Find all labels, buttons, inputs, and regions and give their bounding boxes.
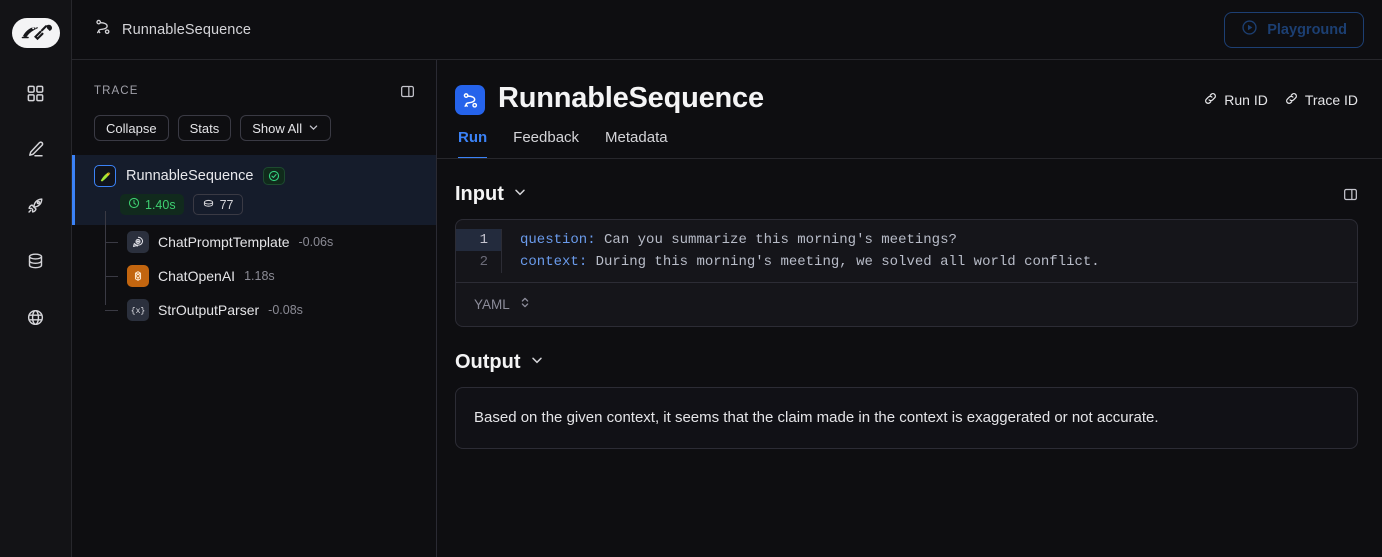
yaml-value: Can you summarize this morning's meeting… [604, 232, 957, 248]
detail-tabs: Run Feedback Metadata [437, 129, 1382, 159]
tree-row-chatopenai[interactable]: ChatOpenAI 1.18s [72, 259, 436, 293]
trace-header: TRACE [72, 60, 436, 102]
stats-label: Stats [189, 120, 220, 136]
duration-badge: 1.40s [120, 194, 184, 215]
output-title: Output [455, 351, 521, 373]
tree-row-runnablesequence[interactable]: RunnableSequence [72, 155, 436, 225]
tab-feedback[interactable]: Feedback [513, 129, 580, 146]
chevron-down-icon[interactable] [530, 353, 544, 372]
right-column: RunnableSequence Playground TRACE [72, 0, 1382, 557]
trace-tree: RunnableSequence [72, 155, 436, 327]
sidebar-item-datasets[interactable] [19, 244, 53, 278]
panel-collapse-icon[interactable] [396, 80, 418, 102]
sidebar-item-public[interactable] [19, 300, 53, 334]
tree-node-label: StrOutputParser [158, 302, 260, 318]
sequence-flow-icon [455, 85, 485, 115]
body-split: TRACE Collapse Stats [72, 60, 1382, 557]
chat-bubble-plus-icon [127, 231, 149, 253]
tab-metadata[interactable]: Metadata [605, 129, 668, 146]
code-line: question: Can you summarize this morning… [520, 232, 957, 248]
tree-row-stroutputparser[interactable]: {x} StrOutputParser -0.08s [72, 293, 436, 327]
tree-node-label: RunnableSequence [126, 168, 254, 184]
line-number: 2 [479, 254, 488, 270]
trace-panel: TRACE Collapse Stats [72, 60, 437, 557]
sidebar-item-prompts[interactable] [19, 132, 53, 166]
breadcrumb-label: RunnableSequence [122, 21, 251, 38]
input-code-card: 1 2 question: Can you summarize this mor… [455, 219, 1358, 327]
run-id-label: Run ID [1224, 92, 1268, 108]
svg-text:{x}: {x} [131, 307, 145, 316]
tokens-badge: 77 [192, 194, 243, 215]
tab-run[interactable]: Run [458, 129, 488, 159]
tree-node-label: ChatPromptTemplate [158, 234, 290, 250]
page-title: RunnableSequence [498, 82, 764, 114]
chevron-down-icon [308, 121, 319, 136]
run-id-button[interactable]: Run ID [1203, 91, 1268, 109]
run-detail-panel: RunnableSequence Run ID [437, 60, 1382, 557]
collapse-label: Collapse [106, 120, 157, 136]
tree-children: ChatPromptTemplate -0.06s [72, 211, 436, 327]
link-chain-icon [1284, 91, 1299, 109]
line-number: 1 [456, 229, 501, 251]
rail-nav-list [19, 76, 53, 334]
tree-guide-line [105, 211, 106, 305]
code-gutter: 1 2 [456, 229, 502, 273]
check-circle-icon [263, 167, 286, 185]
tree-node-label: ChatOpenAI [158, 268, 236, 284]
tree-node-duration: 1.18s [244, 269, 275, 283]
link-chain-icon [1203, 91, 1218, 109]
detail-header: RunnableSequence Run ID [455, 60, 1358, 115]
breadcrumb[interactable]: RunnableSequence [94, 18, 251, 41]
tree-row-main: RunnableSequence [75, 165, 436, 187]
tree-row-badges: 1.40s 77 [75, 194, 436, 215]
tree-node-duration: -0.08s [268, 303, 303, 317]
tabs-divider [437, 158, 1382, 159]
top-bar: RunnableSequence Playground [72, 0, 1382, 60]
stats-button[interactable]: Stats [177, 115, 232, 141]
tokens-value: 77 [219, 197, 234, 212]
show-all-label: Show All [252, 120, 303, 136]
output-text: Based on the given context, it seems tha… [455, 387, 1358, 449]
trace-title: TRACE [94, 85, 139, 97]
input-section: Input 1 2 [455, 183, 1358, 327]
sidebar-item-deployments[interactable] [19, 188, 53, 222]
language-label: YAML [474, 297, 510, 312]
output-section-header[interactable]: Output [455, 351, 1358, 374]
input-title: Input [455, 183, 504, 205]
tree-node-duration: -0.06s [298, 235, 334, 249]
panel-collapse-icon[interactable] [1343, 187, 1358, 207]
token-coin-icon [202, 197, 215, 213]
langchain-parrot-wrench-logo-icon[interactable] [11, 18, 60, 48]
input-section-header[interactable]: Input [455, 183, 1358, 206]
code-body: 1 2 question: Can you summarize this mor… [456, 220, 1357, 282]
code-content[interactable]: question: Can you summarize this morning… [502, 229, 1357, 273]
braces-variable-icon: {x} [127, 299, 149, 321]
id-links: Run ID Trace ID [1203, 82, 1358, 109]
chevron-up-down-icon[interactable] [519, 295, 531, 315]
yaml-value: During this morning's meeting, we solved… [595, 254, 1100, 270]
duration-value: 1.40s [145, 197, 176, 212]
tree-row-chatprompttemplate[interactable]: ChatPromptTemplate -0.06s [72, 225, 436, 259]
openai-logo-icon [127, 265, 149, 287]
sequence-flow-icon [94, 18, 112, 41]
trace-id-button[interactable]: Trace ID [1284, 91, 1358, 109]
yaml-key: context [520, 254, 579, 270]
output-section: Output Based on the given context, it se… [455, 351, 1358, 449]
left-icon-rail [0, 0, 72, 557]
sidebar-item-projects[interactable] [19, 76, 53, 110]
langchain-parrot-icon [94, 165, 116, 187]
code-line: context: During this morning's meeting, … [520, 254, 1100, 270]
chevron-down-icon[interactable] [513, 185, 527, 204]
playground-label: Playground [1267, 21, 1347, 38]
playground-button[interactable]: Playground [1224, 11, 1364, 48]
collapse-button[interactable]: Collapse [94, 115, 169, 141]
trace-id-label: Trace ID [1304, 92, 1358, 108]
code-footer: YAML [456, 282, 1357, 326]
yaml-key: question [520, 232, 588, 248]
play-circle-icon [1241, 19, 1258, 40]
show-all-button[interactable]: Show All [240, 115, 332, 141]
trace-controls: Collapse Stats Show All [72, 102, 436, 141]
clock-icon [128, 197, 140, 212]
